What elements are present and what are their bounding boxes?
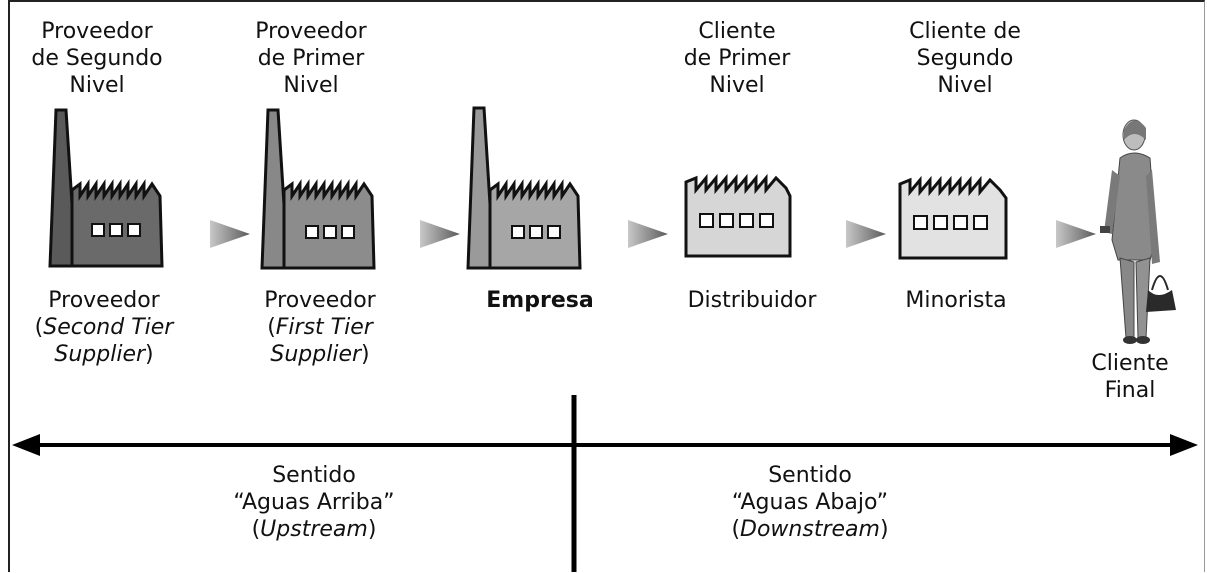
factory-icon-first-tier: [260, 108, 376, 270]
warehouse-icon-distribuidor: [684, 173, 792, 258]
factory-icon-second-tier: [48, 108, 164, 268]
stage-label-empresa: Empresa: [486, 288, 594, 313]
tier-label-first-tier-supplier: Proveedor de Primer Nivel: [255, 19, 367, 98]
stage-label-cliente-final: Cliente Final: [1091, 351, 1169, 403]
tier-label-first-tier-customer: Cliente de Primer Nivel: [683, 19, 791, 98]
flow-arrow-icon-1: [210, 220, 250, 248]
person-icon-cliente-final: [1100, 119, 1176, 344]
stage-label-minorista: Minorista: [905, 288, 1007, 313]
stage-label-second-tier-supplier: Proveedor (Second Tier Supplier): [34, 288, 174, 367]
stage-label-first-tier-supplier: Proveedor (First Tier Supplier): [264, 288, 376, 367]
warehouse-icon-minorista: [898, 175, 1008, 260]
flow-arrow-icon-4: [846, 220, 886, 248]
tier-label-second-tier-supplier: Proveedor de Segundo Nivel: [31, 19, 163, 98]
diagram-frame: [8, 0, 1205, 572]
flow-arrow-icon-3: [628, 220, 668, 248]
factory-icon-empresa: [466, 106, 582, 270]
tier-label-second-tier-customer: Cliente de Segundo Nivel: [909, 19, 1021, 98]
stage-label-distribuidor: Distribuidor: [687, 288, 817, 313]
flow-arrow-icon-5: [1056, 220, 1096, 248]
flow-arrow-icon-2: [420, 220, 460, 248]
direction-double-arrow: [12, 434, 1198, 456]
downstream-label: Sentido “Aguas Abajo” (Downstream): [731, 463, 889, 542]
upstream-label: Sentido “Aguas Arriba” (Upstream): [233, 463, 395, 542]
